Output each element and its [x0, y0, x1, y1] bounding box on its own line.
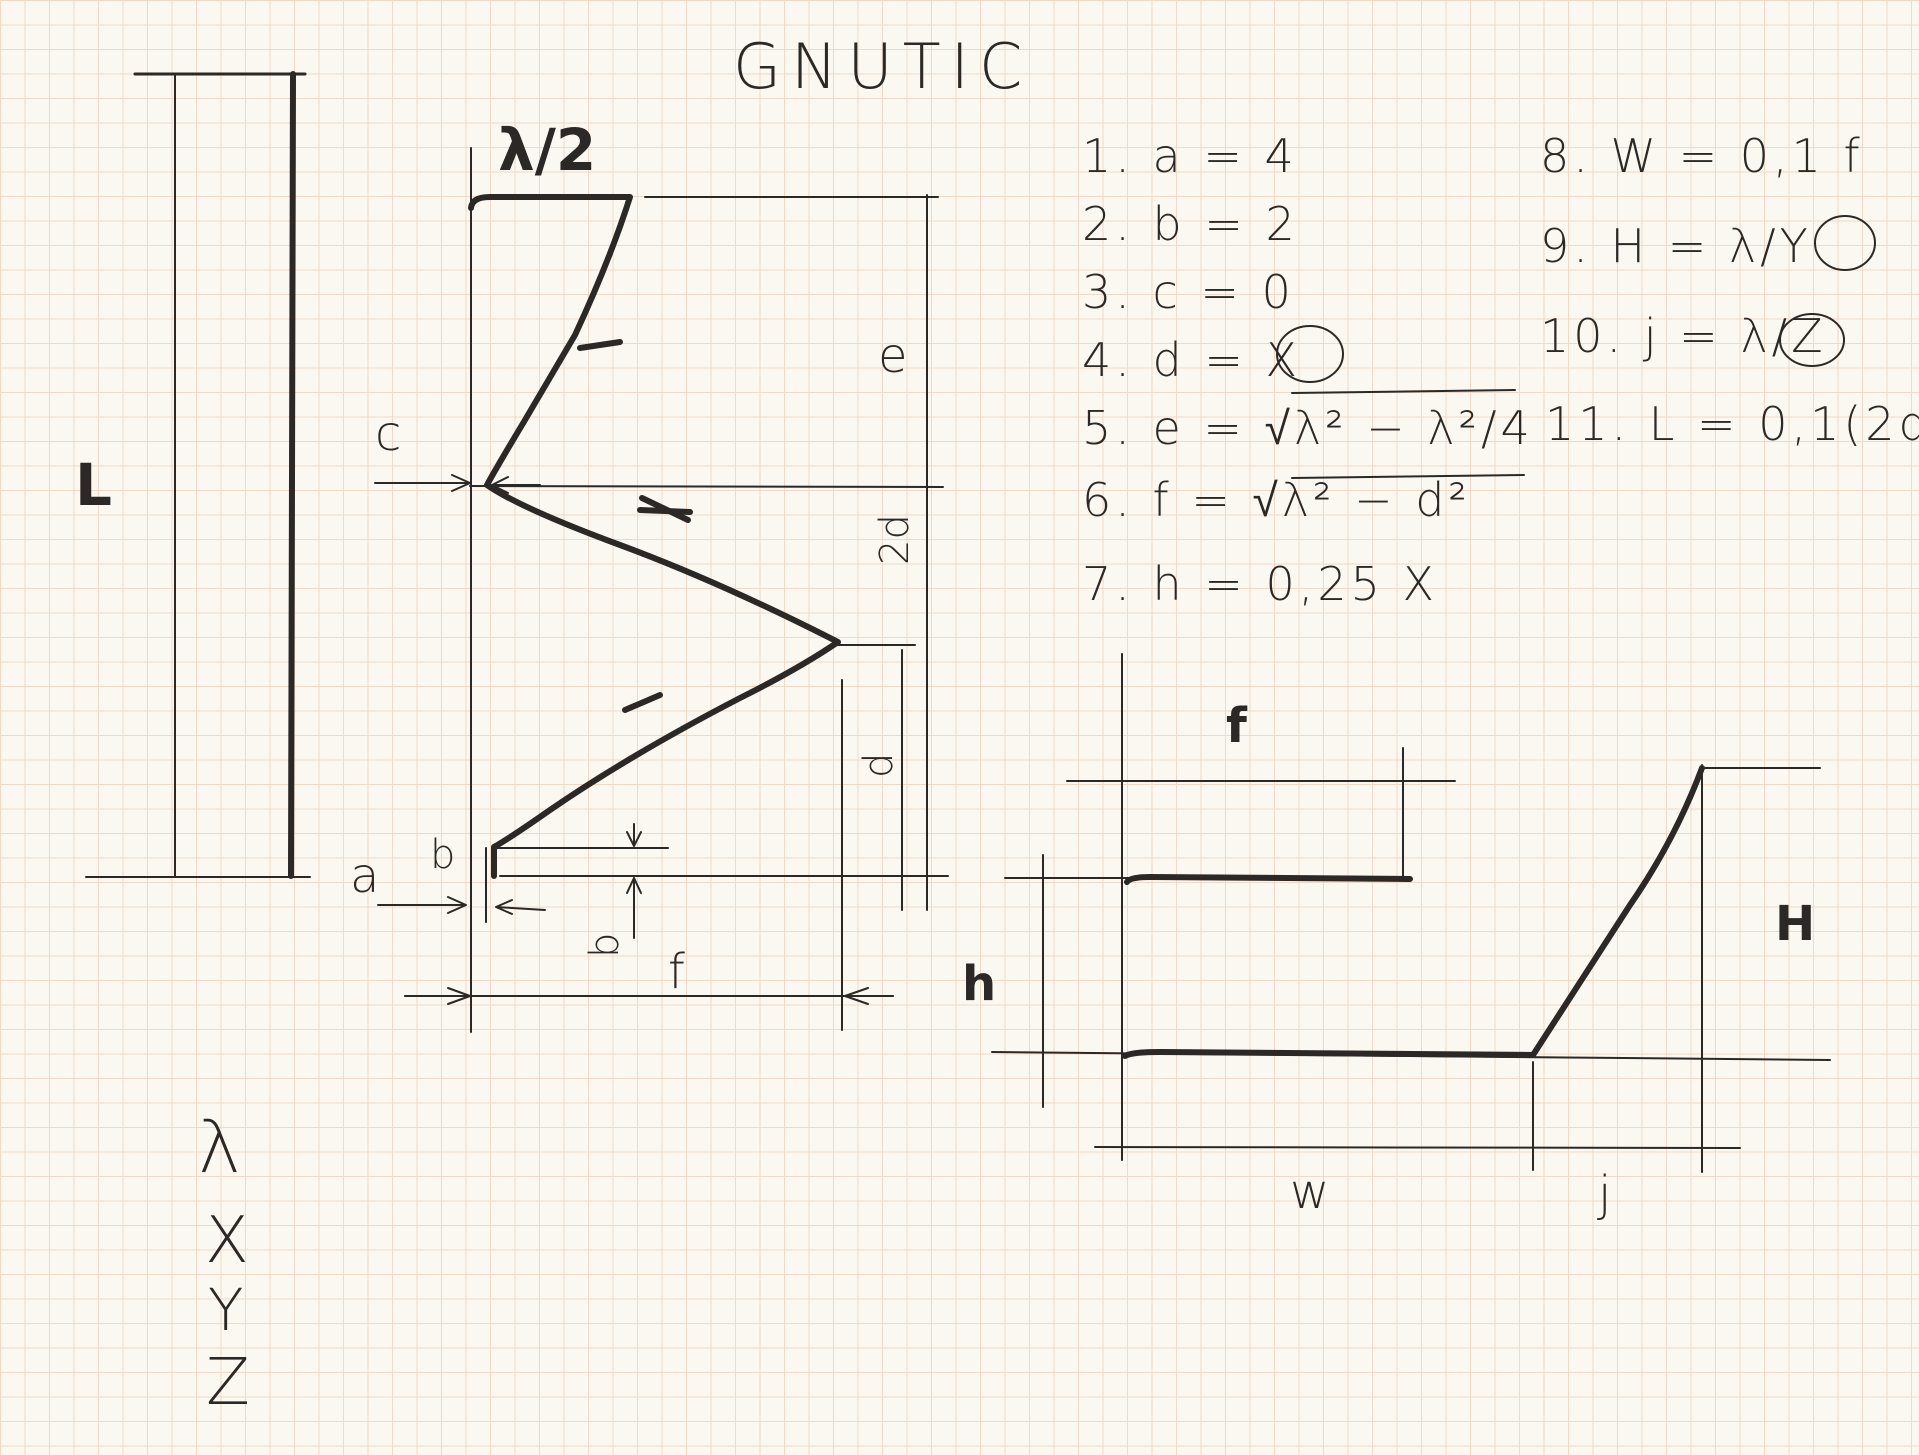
formula-11: 11. L = 0,1(2d+e)	[1545, 397, 1919, 451]
circle-z	[1779, 313, 1845, 367]
label-2d: 2d	[872, 514, 918, 565]
variable-z: Z	[206, 1346, 250, 1420]
formula-7: 7. h = 0,25 X	[1082, 557, 1438, 611]
label-f-right: f	[1226, 698, 1248, 754]
formula-2: 2. b = 2	[1082, 197, 1299, 251]
label-c: c	[375, 406, 401, 462]
variable-lambda: λ	[198, 1105, 241, 1189]
formula-6: 6. f = √λ² − d²	[1082, 473, 1471, 527]
formula-8: 8. W = 0,1 f	[1540, 129, 1864, 183]
label-w: w	[1290, 1164, 1329, 1220]
label-j: j	[1597, 1166, 1611, 1222]
circle-x	[1276, 325, 1344, 383]
variable-y: Y	[208, 1276, 243, 1344]
label-d: d	[856, 753, 902, 778]
label-f-bottom: f	[668, 944, 685, 1000]
formula-3: 3. c = 0	[1082, 265, 1295, 319]
label-L: L	[75, 451, 112, 519]
formula-4: 4. d = X	[1082, 333, 1301, 387]
label-b-lower: b	[582, 933, 628, 958]
zigzag-antenna-drawing	[374, 147, 949, 1033]
label-a: a	[350, 848, 379, 904]
profile-drawing	[991, 653, 1831, 1173]
variable-list: λ X Y Z	[198, 1105, 250, 1420]
label-half-lambda: λ/2	[498, 116, 596, 184]
label-b: b	[430, 832, 455, 878]
formula-5: 5. e = √λ² − λ²/4	[1082, 401, 1534, 455]
label-e: e	[878, 328, 908, 384]
formula-9: 9. H = λ/Y	[1540, 219, 1812, 273]
formula-1: 1. a = 4	[1082, 129, 1298, 183]
label-h: h	[962, 956, 996, 1012]
variable-x: X	[205, 1204, 249, 1278]
label-H: H	[1775, 896, 1815, 952]
circle-y	[1814, 215, 1876, 271]
sketch-title: GNUTIC	[733, 30, 1032, 103]
l-bar-drawing	[85, 71, 311, 879]
formula-list: 1. a = 4 2. b = 2 3. c = 0 4. d = X 5. e…	[1082, 129, 1919, 611]
formula-10: 10. j = λ/Z	[1540, 309, 1827, 363]
